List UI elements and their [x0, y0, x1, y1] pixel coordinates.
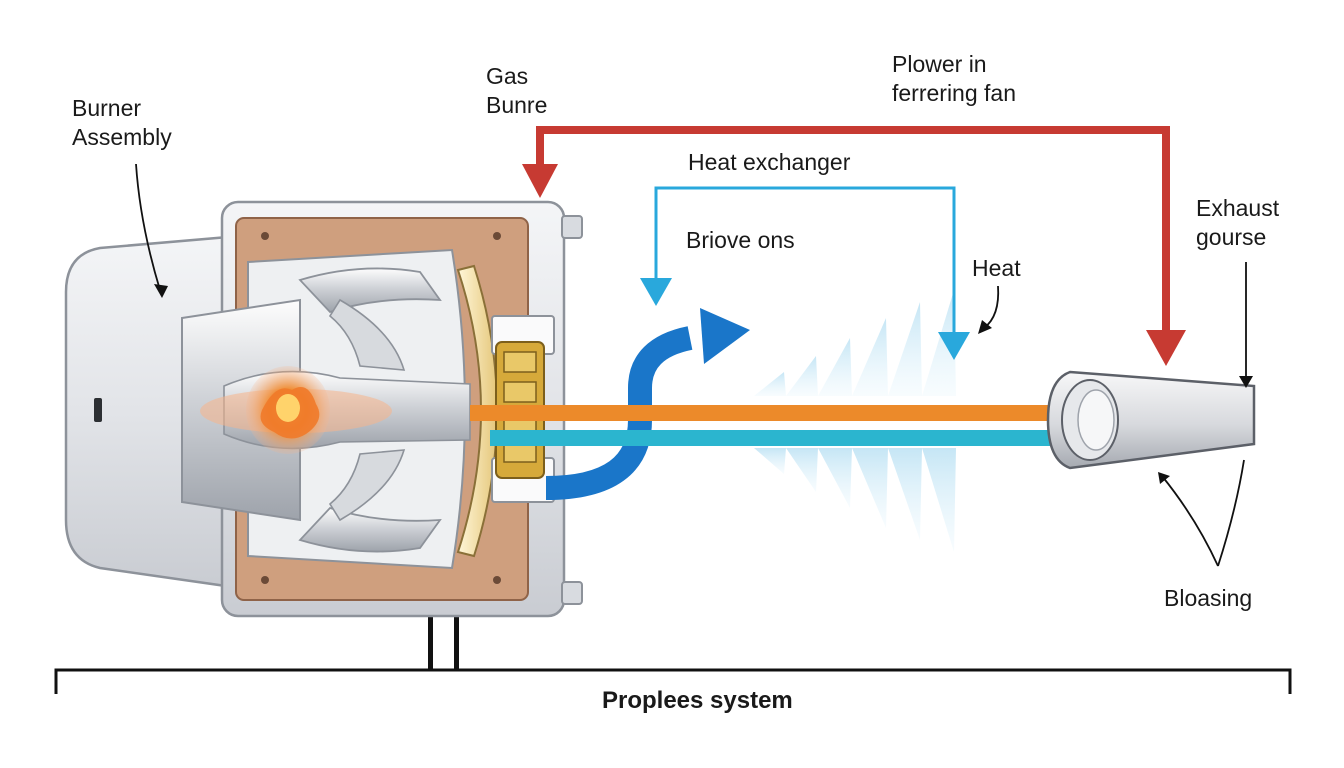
exhaust-nozzle: [1046, 370, 1256, 470]
leader-heat: [983, 285, 1000, 329]
label-burner-assembly: Burner Assembly: [72, 95, 172, 150]
leader-arrowhead-burner: [154, 284, 168, 298]
label-exhaust: Exhaust gourse: [1196, 195, 1280, 250]
orange-pipe: [470, 405, 1076, 421]
support-legs: [428, 612, 459, 670]
label-bloasing: Bloasing: [1164, 585, 1253, 611]
label-briove-ons: Briove ons: [686, 227, 795, 253]
label-system: Proplees system: [602, 687, 793, 714]
flow-arrow: [545, 308, 750, 500]
label-gas-burner: Gas Bunre: [486, 63, 548, 118]
leader-arrowhead-heat: [978, 320, 992, 334]
heat-exchanger-arrow-right: [938, 332, 970, 360]
label-heat: Heat: [972, 255, 1021, 281]
heat-exchanger-bracket: [654, 186, 956, 336]
label-heat-exchanger: Heat exchanger: [688, 149, 851, 175]
heat-exchanger-arrow-left: [640, 278, 672, 306]
leader-bloasing-right: [1217, 459, 1245, 567]
cyan-pipe: [490, 430, 1076, 446]
system-bracket: [54, 668, 1292, 694]
label-blower-fan: Plower in ferrering fan: [892, 51, 1017, 106]
heat-exchanger-fins: [754, 290, 956, 552]
leader-arrowhead-exhaust: [1239, 376, 1253, 388]
flame: [200, 366, 392, 454]
leader-arrowhead-bloasing: [1158, 472, 1170, 484]
gas-line: [522, 126, 1186, 366]
leader-bloasing-left: [1161, 475, 1219, 567]
leader-burner-assembly: [135, 163, 161, 291]
